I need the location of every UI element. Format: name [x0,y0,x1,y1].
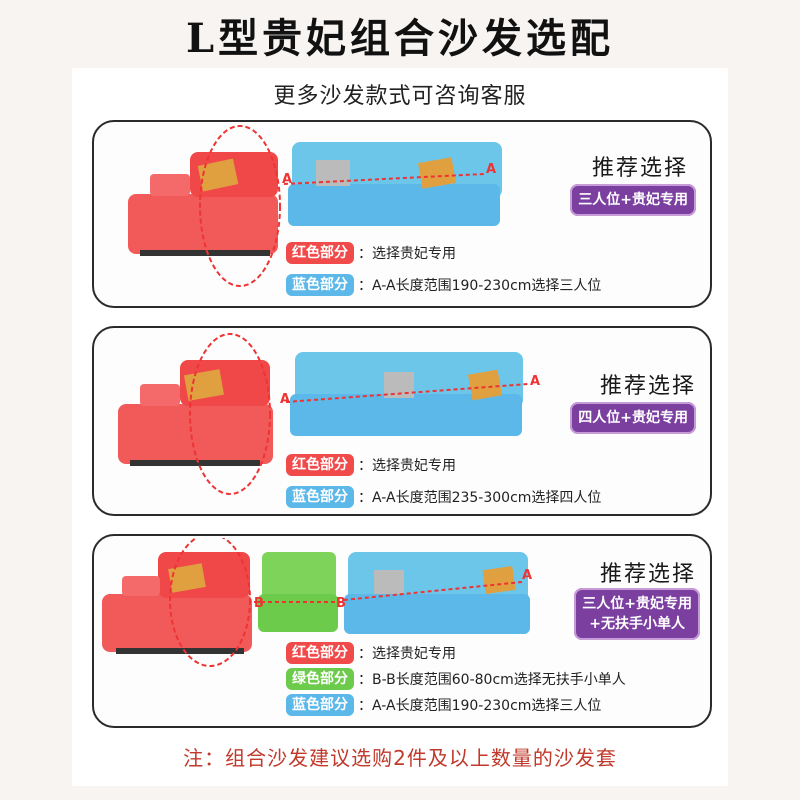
footer-note: 注：组合沙发建议选购2件及以上数量的沙发套 [183,746,617,770]
tag-red: 红色部分 [286,642,354,664]
sofa-illustration-2 [118,333,529,495]
sofa-illustration-1 [128,125,502,287]
legend-text: ：A-A长度范围190-230cm选择三人位 [358,698,602,714]
legend-text: ：选择贵妃专用 [358,246,456,262]
marker-b-left-3: B [254,596,264,611]
legend-text: ：A-A长度范围190-230cm选择三人位 [358,278,602,294]
legend-row-blue-3: 蓝色部分 ：A-A长度范围190-230cm选择三人位 [286,694,601,716]
tag-blue: 蓝色部分 [286,694,354,716]
recommend-badge-3: 三人位+贵妃专用 +无扶手小单人 [574,588,700,640]
marker-a-left-1: A [282,172,293,187]
marker-a-right-3: A [522,568,533,583]
tag-blue: 蓝色部分 [286,486,354,508]
badge-line-1: 三人位+贵妃专用 [582,596,692,612]
legend-text: ：A-A长度范围235-300cm选择四人位 [358,490,602,506]
legend-row-red-3: 红色部分 ：选择贵妃专用 [286,642,456,664]
tag-green: 绿色部分 [286,668,354,690]
tag-red: 红色部分 [286,454,354,476]
legend-row-red-1: 红色部分 ：选择贵妃专用 [286,242,456,264]
marker-b-right-3: B [336,596,346,611]
marker-a-right-2: A [530,374,541,389]
subtitle: 更多沙发款式可咨询客服 [273,84,527,109]
recommend-label-1: 推荐选择 [591,156,688,181]
legend-row-red-2: 红色部分 ：选择贵妃专用 [286,454,456,476]
sofa-illustration-3 [102,538,530,667]
tag-blue: 蓝色部分 [286,274,354,296]
recommend-badge-2: 四人位+贵妃专用 [570,402,696,434]
legend-text: ：选择贵妃专用 [358,458,456,474]
legend-text: ：选择贵妃专用 [358,646,456,662]
recommend-label-3: 推荐选择 [599,562,696,587]
page-title: L型贵妃组合沙发选配 [185,15,615,62]
marker-a-right-1: A [486,162,497,177]
legend-row-blue-1: 蓝色部分 ：A-A长度范围190-230cm选择三人位 [286,274,601,296]
marker-a-left-2: A [280,392,291,407]
legend-row-green-3: 绿色部分 ：B-B长度范围60-80cm选择无扶手小单人 [286,668,626,690]
legend-row-blue-2: 蓝色部分 ：A-A长度范围235-300cm选择四人位 [286,486,601,508]
tag-red: 红色部分 [286,242,354,264]
recommend-badge-1: 三人位+贵妃专用 [570,184,696,216]
legend-text: ：B-B长度范围60-80cm选择无扶手小单人 [358,672,626,688]
recommend-label-2: 推荐选择 [599,374,696,399]
badge-line-2: +无扶手小单人 [589,616,685,632]
